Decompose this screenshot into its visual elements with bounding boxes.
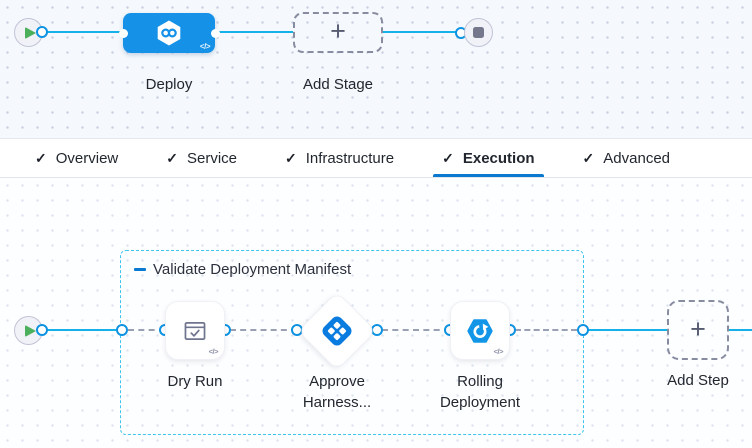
connector-dot[interactable] [210,28,220,38]
check-icon: ✓ [582,149,595,166]
step-group-header[interactable]: Validate Deployment Manifest [134,261,351,278]
connector-line-dashed [230,329,297,331]
plus-icon: + [330,16,346,46]
connector-point[interactable] [36,324,48,336]
dry-run-icon [184,321,206,340]
connector-line [383,31,457,33]
collapse-icon[interactable] [134,268,146,271]
pipeline-end-node[interactable] [464,18,493,47]
connector-line [41,31,125,33]
step-node-approval[interactable] [297,291,377,371]
code-icon[interactable]: </> [199,42,211,51]
connector-line-dashed [128,329,165,331]
tab-execution[interactable]: ✓ Execution [433,139,544,177]
step-node-rolling-deployment[interactable]: </> [450,301,510,360]
connector-line [215,31,293,33]
stage-node-deploy[interactable]: </> [118,13,220,53]
connector-point[interactable] [577,324,589,336]
step-node-dry-run[interactable]: </> [165,301,225,360]
code-icon[interactable]: </> [208,347,219,356]
tab-service[interactable]: ✓ Service [161,139,242,177]
tab-label: Advanced [603,149,670,167]
check-icon: ✓ [166,149,178,166]
tab-advanced[interactable]: ✓ Advanced [578,139,675,177]
harness-approval-icon [322,316,352,346]
connector-line-dashed [515,329,577,331]
stage-graph-canvas[interactable]: </> + Deploy Add Stage [0,0,752,139]
plus-icon: + [690,313,706,344]
check-icon: ✓ [35,149,47,166]
step-label: Dry Run [167,373,223,390]
connector-point[interactable] [116,324,128,336]
add-step-label: Add Step [667,372,729,389]
tab-label: Execution [462,149,535,167]
stop-icon [473,27,484,38]
check-icon: ✓ [442,149,454,166]
stage-config-tabs: ✓ Overview ✓ Service ✓ Infrastructure ✓ … [0,139,752,178]
connector-line [41,329,123,331]
tab-label: Overview [55,149,119,167]
connector-line [588,329,667,331]
tab-label: Infrastructure [305,149,395,167]
connector-line-dashed [382,329,450,331]
check-icon: ✓ [285,149,297,166]
tab-overview[interactable]: ✓ Overview [30,139,123,177]
rolling-deployment-icon [467,318,493,343]
execution-graph-canvas[interactable]: Validate Deployment Manifest [0,178,752,448]
step-label: Rolling Deployment [439,373,521,411]
play-icon [25,26,36,39]
harness-cd-icon [157,20,181,46]
connector-line [728,329,752,331]
step-label: Approve Harness... [302,373,372,411]
code-icon[interactable]: </> [493,347,504,356]
tab-infrastructure[interactable]: ✓ Infrastructure [280,139,399,177]
connector-dot[interactable] [118,28,128,38]
play-icon [25,324,36,337]
add-step-button[interactable]: + [667,300,729,360]
step-group-container[interactable]: Validate Deployment Manifest [120,250,584,435]
step-group-label: Validate Deployment Manifest [153,261,352,278]
add-stage-label: Add Stage [302,76,374,93]
tab-label: Service [186,149,238,167]
connector-point[interactable] [36,26,48,38]
stage-label: Deploy [145,76,193,93]
add-stage-button[interactable]: + [293,12,383,53]
